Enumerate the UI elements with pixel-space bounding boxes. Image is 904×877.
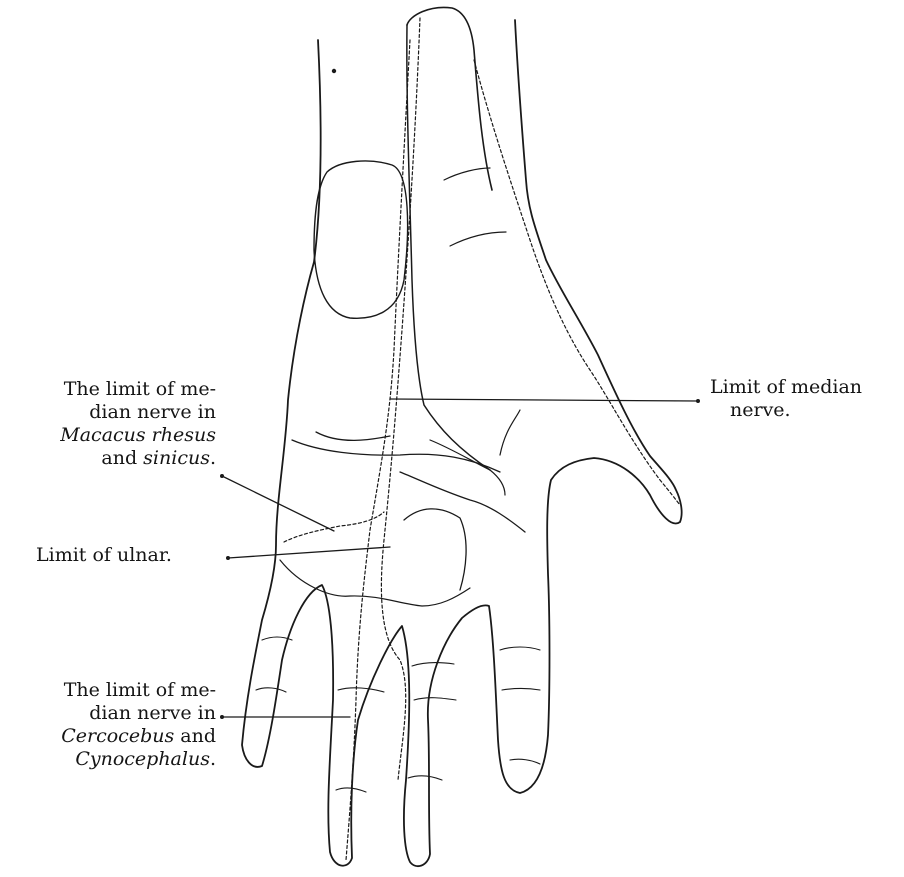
label-macacus-median-limit: The limit of me- dian nerve in Macacus r… [6, 378, 216, 470]
label-text: . [210, 447, 216, 469]
label-line: Cynocephalus. [4, 748, 216, 771]
hand-outline [242, 20, 682, 866]
label-limit-of-median-nerve: Limit of median nerve. [710, 376, 862, 422]
palm-crease [292, 440, 500, 472]
label-italic: Macacus rhesus [60, 424, 216, 446]
hypothenar-curve [404, 509, 466, 590]
label-line: dian nerve in [4, 702, 216, 725]
palm-crease [430, 440, 505, 495]
label-italic: Cercocebus [61, 725, 174, 747]
label-line: dian nerve in [6, 401, 216, 424]
label-line: The limit of me- [6, 378, 216, 401]
finger-crease [502, 689, 540, 691]
finger-crease [408, 776, 442, 780]
label-line: Limit of median [710, 376, 862, 399]
palm-crease [316, 432, 390, 440]
label-line: Macacus rhesus [6, 424, 216, 447]
finger-crease [256, 688, 286, 692]
thumb-crease [500, 410, 520, 455]
pointer-dot [696, 399, 700, 403]
pointer-dot [220, 715, 224, 719]
finger-crease [444, 168, 490, 180]
label-text: and [174, 725, 216, 747]
finger-crease [412, 663, 454, 666]
pointer-dot [226, 556, 230, 560]
macacus-dashed-line [284, 512, 384, 542]
pointer-line-median [390, 399, 698, 401]
label-text: . [210, 748, 216, 770]
label-text: and [101, 447, 143, 469]
palm-crease [280, 560, 470, 606]
label-italic: sinicus [143, 447, 210, 469]
pointer-line-ulnar [228, 547, 390, 558]
label-limit-of-ulnar: Limit of ulnar. [36, 544, 172, 567]
label-line: The limit of me- [4, 679, 216, 702]
finger-crease [338, 688, 384, 692]
label-line: and sinicus. [6, 447, 216, 470]
pointer-line-macacus [222, 476, 334, 531]
finger-crease [510, 759, 540, 764]
finger-crease [500, 647, 540, 650]
pointer-dot [220, 474, 224, 478]
label-line: Limit of ulnar. [36, 544, 172, 567]
label-line: nerve. [710, 399, 862, 422]
ink-speck [332, 69, 336, 73]
thenar-pad [314, 161, 408, 318]
label-cercocebus-median-limit: The limit of me- dian nerve in Cercocebu… [4, 679, 216, 771]
label-line: Cercocebus and [4, 725, 216, 748]
label-italic: Cynocephalus [75, 748, 210, 770]
finger-crease [414, 698, 456, 700]
finger-crease [450, 232, 506, 246]
